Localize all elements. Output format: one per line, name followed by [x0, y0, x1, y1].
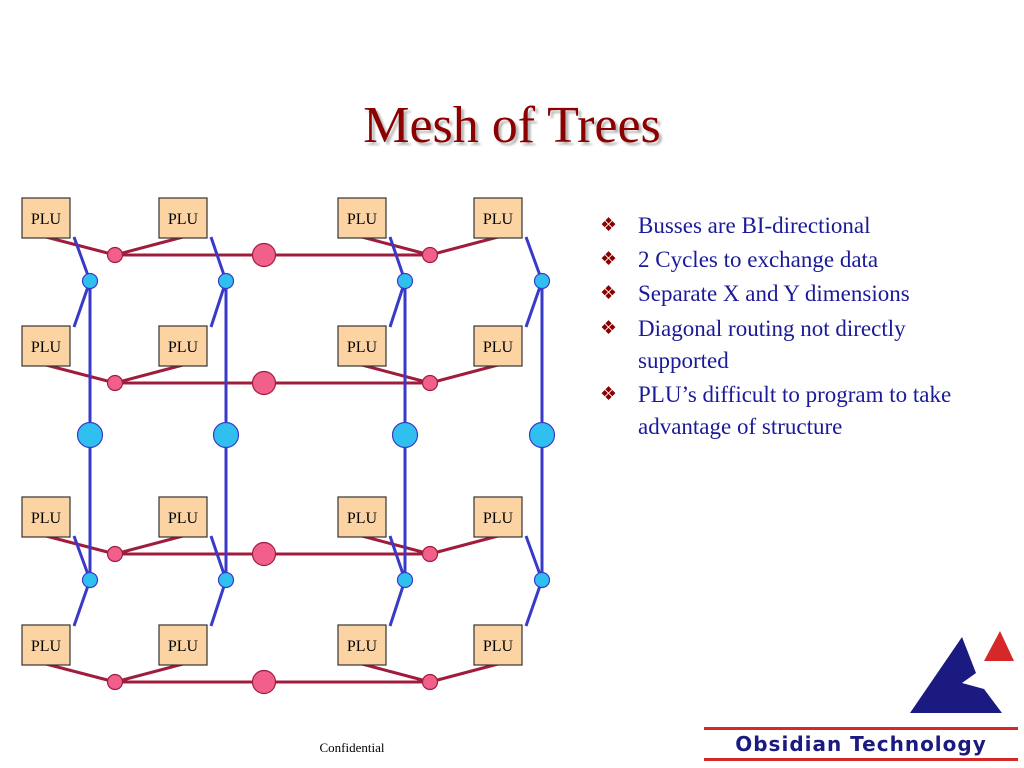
y-tree-leaf-node	[217, 571, 235, 589]
plu-label: PLU	[31, 211, 62, 228]
plu-box	[158, 496, 208, 538]
y-tree-root-node	[76, 421, 104, 449]
x-tree-link	[361, 534, 431, 556]
x-tree-link	[45, 235, 116, 257]
bullet-text: Diagonal routing not directly supported	[638, 315, 906, 373]
bullet-text: 2 Cycles to exchange data	[638, 247, 879, 273]
x-tree-link	[361, 662, 431, 684]
y-tree-root-node	[212, 421, 240, 449]
x-tree-link	[361, 235, 431, 257]
plu-label: PLU	[483, 510, 514, 527]
plu-label: PLU	[347, 510, 378, 527]
diamond-bullet-icon: ❖	[600, 248, 618, 271]
plu-label: PLU	[31, 339, 62, 356]
plu-label: PLU	[347, 638, 378, 655]
x-tree-link	[45, 363, 116, 385]
y-tree-leaf-node	[217, 272, 235, 290]
x-tree-leaf-node	[421, 545, 439, 563]
x-tree-root-node	[251, 242, 277, 268]
plu-label: PLU	[483, 211, 514, 228]
x-tree-leaf-node	[421, 374, 439, 392]
x-tree-leaf-node	[106, 374, 124, 392]
plu-box	[21, 197, 71, 239]
plu-box	[473, 624, 523, 666]
x-tree-link	[429, 363, 499, 385]
x-tree-link	[429, 534, 499, 556]
y-tree-link	[524, 579, 544, 627]
brand-name: Obsidian Technology	[704, 727, 1018, 761]
bullet-list: ❖ Busses are BI-directional ❖ 2 Cycles to …	[600, 210, 1000, 445]
plu-label: PLU	[168, 510, 199, 527]
logo-blue-mountain	[910, 637, 1002, 713]
y-tree-leaf-node	[396, 571, 414, 589]
x-tree-link	[45, 662, 116, 684]
x-tree-leaf-node	[421, 246, 439, 264]
plu-label: PLU	[483, 638, 514, 655]
plu-box	[337, 624, 387, 666]
logo-red-triangle	[984, 631, 1014, 661]
x-tree-leaf-node	[106, 246, 124, 264]
x-tree-link	[114, 662, 184, 684]
y-tree-root-node	[528, 421, 556, 449]
y-tree-root-node	[391, 421, 419, 449]
x-tree-link	[361, 363, 431, 385]
plu-label: PLU	[168, 638, 199, 655]
plu-box	[21, 325, 71, 367]
x-tree-link	[114, 363, 184, 385]
y-tree-link	[524, 280, 544, 328]
x-tree-leaf-node	[106, 545, 124, 563]
plu-box	[473, 197, 523, 239]
confidential-footer: Confidential	[319, 740, 385, 755]
mesh-of-trees-diagram: PLU PLU PLU PLU PLU PLU PLU PLU PLU PLU PLU PLU PLU P…	[21, 197, 556, 695]
bullet-text: Separate X and Y dimensions	[638, 281, 910, 307]
y-tree-leaf-node	[81, 571, 99, 589]
plu-box	[337, 325, 387, 367]
x-tree-link	[114, 235, 184, 257]
plu-label: PLU	[168, 211, 199, 228]
x-tree-root-node	[251, 541, 277, 567]
y-tree-leaf-node	[533, 571, 551, 589]
x-tree-leaf-node	[421, 673, 439, 691]
bullet-text: PLU’s difficult to program to take advan…	[638, 381, 952, 440]
plu-label: PLU	[31, 510, 62, 527]
bullet-item: ❖ PLU’s difficult to program to take adva…	[600, 379, 1000, 443]
y-tree-leaf-node	[533, 272, 551, 290]
x-tree-link	[429, 235, 499, 257]
diamond-bullet-icon: ❖	[600, 214, 618, 236]
diamond-bullet-icon: ❖	[600, 282, 618, 305]
plu-box	[158, 624, 208, 666]
x-tree-link	[45, 534, 116, 556]
plu-label: PLU	[347, 211, 378, 228]
y-tree-link	[72, 579, 92, 627]
x-tree-root-node	[251, 370, 277, 396]
diamond-bullet-icon: ❖	[600, 382, 618, 405]
x-tree-root-node	[251, 669, 277, 695]
plu-box	[158, 197, 208, 239]
y-tree-leaf-node	[81, 272, 99, 290]
plu-label: PLU	[347, 339, 378, 356]
plu-label: PLU	[31, 638, 62, 655]
bullet-item: ❖ 2 Cycles to exchange data	[600, 244, 1000, 276]
bullet-text: Busses are BI-directional	[638, 213, 871, 238]
slide-title: Mesh of Trees	[363, 97, 661, 154]
x-tree-leaf-node	[106, 673, 124, 691]
plu-box	[158, 325, 208, 367]
x-tree-link	[114, 534, 184, 556]
plu-label: PLU	[483, 339, 514, 356]
plu-box	[337, 197, 387, 239]
diamond-bullet-icon: ❖	[600, 316, 618, 339]
bullet-item: ❖ Busses are BI-directional	[600, 210, 1000, 242]
y-tree-leaf-node	[396, 272, 414, 290]
plu-box	[21, 496, 71, 538]
plu-label: PLU	[168, 339, 199, 356]
company-logo-icon	[910, 631, 1014, 713]
x-tree-link	[429, 662, 499, 684]
y-tree-link	[72, 280, 92, 328]
plu-box	[337, 496, 387, 538]
bullet-item: ❖ Separate X and Y dimensions	[600, 278, 1000, 310]
plu-box	[473, 496, 523, 538]
plu-box	[21, 624, 71, 666]
plu-box	[473, 325, 523, 367]
bullet-item: ❖ Diagonal routing not directly supported	[600, 313, 1000, 377]
